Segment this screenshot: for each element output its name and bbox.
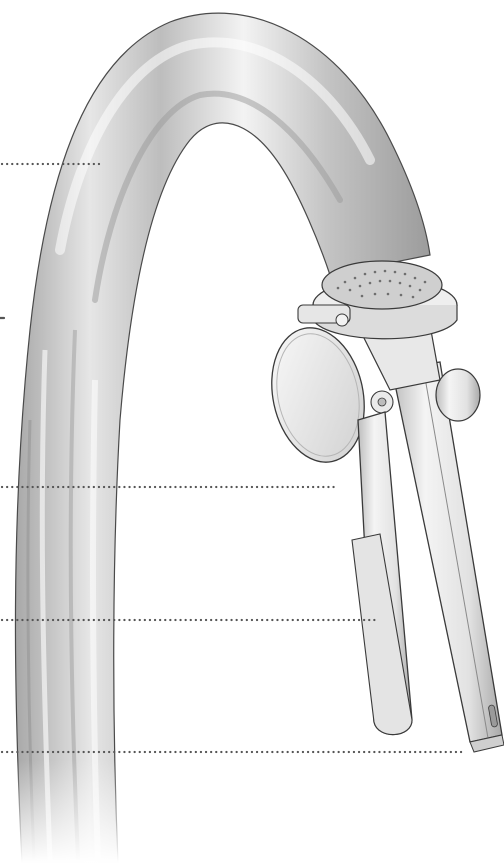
perforated-screen <box>322 261 442 309</box>
water-fade <box>0 760 140 863</box>
hinge-pin <box>336 314 348 326</box>
nozzle-assembly <box>260 261 504 752</box>
side-boss <box>436 369 480 421</box>
lever-pivot-center <box>378 398 386 406</box>
